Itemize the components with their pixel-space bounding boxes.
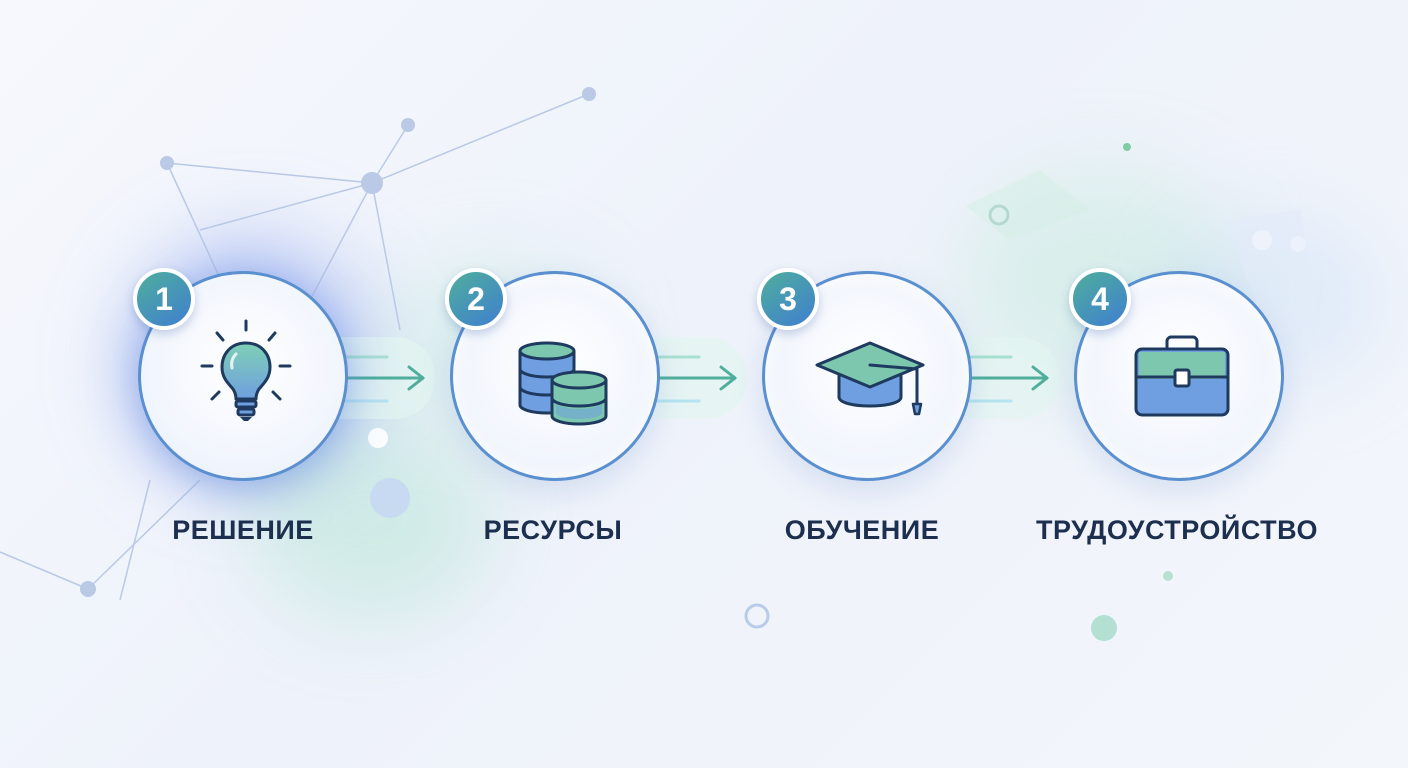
step-label-employment: ТРУДОУСТРОЙСТВО [1036, 515, 1318, 545]
step-label-decision: РЕШЕНИЕ [172, 515, 314, 545]
step-number-badge: 1 [133, 268, 195, 330]
coins-icon [518, 341, 608, 426]
step-number-badge: 3 [757, 268, 819, 330]
step-number-badge: 4 [1069, 268, 1131, 330]
briefcase-icon [1134, 335, 1230, 417]
step-number-badge: 2 [445, 268, 507, 330]
graduation-cap-icon [815, 341, 925, 416]
lightbulb-icon [200, 319, 292, 421]
step-label-resources: РЕСУРСЫ [483, 515, 623, 545]
step-label-education: ОБУЧЕНИЕ [784, 515, 940, 545]
